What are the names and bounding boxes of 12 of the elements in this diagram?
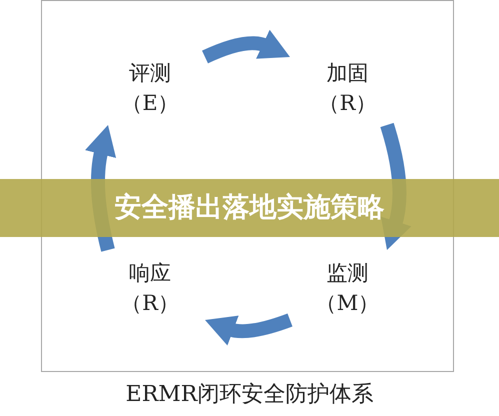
caption: ERMR闭环安全防护体系 bbox=[126, 381, 374, 409]
stage-letter: （R） bbox=[318, 90, 376, 116]
stage-name: 评测 bbox=[129, 60, 171, 86]
stage-letter: （E） bbox=[121, 90, 179, 116]
curved-arrow bbox=[204, 313, 292, 346]
title: 安全播出落地实施策略 bbox=[114, 190, 384, 225]
stage-name: 加固 bbox=[326, 60, 368, 86]
stage-letter: （M） bbox=[316, 290, 380, 316]
curved-arrow bbox=[202, 30, 291, 64]
stage-name: 响应 bbox=[129, 260, 171, 286]
stage-name: 监测 bbox=[326, 260, 368, 286]
stage-letter: （R） bbox=[121, 290, 179, 316]
